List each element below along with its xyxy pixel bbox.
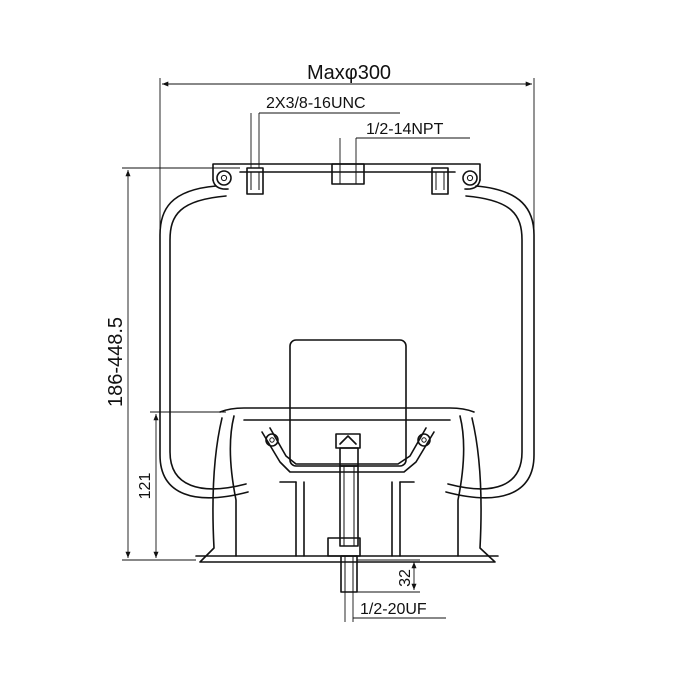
air-inlet-dimension: 1/2-14NPT [339,121,470,164]
stud-thread-dimension: 1/2-20UF [344,592,446,622]
internal-bumper [289,339,407,467]
max-diameter-dimension: Maxφ300 [159,62,535,232]
air-inlet-label: 1/2-14NPT [366,121,444,138]
rubber-bellows [159,185,535,499]
stud-length-dimension: 32 [357,559,420,593]
stud-thread-label: 1/2-20UF [360,601,427,618]
center-bolt [327,433,361,593]
air-inlet-fitting [331,163,365,185]
stud-length-label: 32 [397,569,414,587]
max-diameter-label: Maxφ300 [307,62,391,84]
bolt-thread-dimension: 2X3/8-16UNC [250,95,400,168]
lower-bead-plate [261,427,435,473]
bolt-thread-label: 2X3/8-16UNC [266,95,366,112]
height-range-dimension: 186-448.5 [105,167,240,561]
height-range-label: 186-448.5 [105,317,127,407]
top-mounting-stud-right [431,167,449,195]
piston-height-dimension: 121 [137,411,226,558]
piston-height-label: 121 [137,473,154,500]
top-mounting-stud-left [246,167,264,195]
